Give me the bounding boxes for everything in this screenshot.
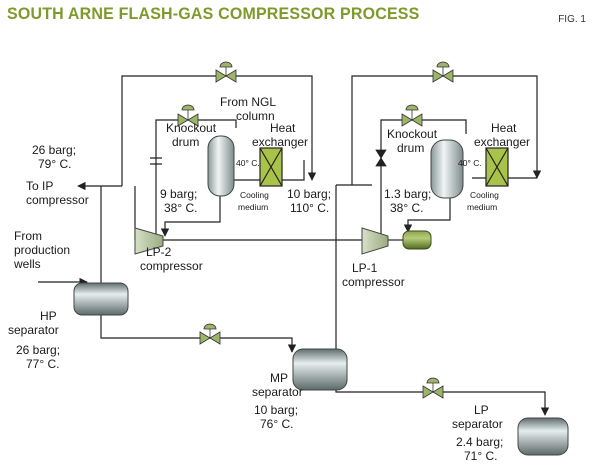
knockout-drum-left <box>207 135 235 197</box>
hp-separator-label-1: HP <box>40 309 57 323</box>
labels: 26 barg; 79° C. To IP compressor From pr… <box>8 95 530 463</box>
check-valve-left <box>150 157 162 165</box>
hp-separator <box>73 282 129 316</box>
knockout-drum-right <box>430 139 464 199</box>
pressure-9barg-label: 9 barg; <box>160 187 197 201</box>
from-production-label-3: wells <box>13 257 41 271</box>
lp1-compressor-label-2: compressor <box>342 275 405 289</box>
valve-top-left <box>215 61 237 83</box>
ngl-column-label-1: From NGL <box>220 95 276 109</box>
hp-pressure-label: 26 barg; <box>16 343 60 357</box>
to-ip-label: To IP <box>26 179 53 193</box>
hp-temp-label: 77° C. <box>26 357 59 371</box>
hp-separator-label-2: separator <box>8 323 59 337</box>
lp2-compressor-label-2: compressor <box>140 259 203 273</box>
knockout-right-label-2: drum <box>397 141 424 155</box>
lp-temp-label: 71° C. <box>464 449 497 463</box>
pressure-1-3barg-label: 1.3 barg; <box>384 187 431 201</box>
lp2-compressor <box>134 227 164 255</box>
cooling-right-label-2: medium <box>467 202 497 212</box>
valve-top-right <box>432 61 454 83</box>
mp-separator-label-2: separator <box>252 385 303 399</box>
lp-separator-label-2: separator <box>452 417 503 431</box>
mp-separator <box>292 348 348 391</box>
mp-temp-label: 76° C. <box>260 417 293 431</box>
heat-exchanger-left-label-2: exchanger <box>252 135 308 149</box>
from-production-label-1: From <box>14 229 42 243</box>
to-ip-pressure-label: 26 barg; <box>32 143 76 157</box>
control-valves <box>150 61 454 399</box>
check-valve-right <box>375 149 387 167</box>
heat-exchanger-right-label-1: Heat <box>491 121 517 135</box>
pressure-10barg-label: 10 barg; <box>287 187 331 201</box>
to-ip-compressor-label: compressor <box>26 193 89 207</box>
from-production-label-2: production <box>14 243 70 257</box>
lp-separator-label-1: LP <box>474 403 489 417</box>
temp-38c-right-label: 38° C. <box>390 201 423 215</box>
valve-hp-mp <box>199 323 221 345</box>
page-title: SOUTH ARNE FLASH-GAS COMPRESSOR PROCESS <box>7 4 420 23</box>
ngl-column-label-2: column <box>236 109 275 123</box>
temp-left-label: 40° C. <box>236 158 260 168</box>
temp-38c-left-label: 38° C. <box>164 201 197 215</box>
heat-exchanger-left-label-1: Heat <box>270 121 296 135</box>
heat-exchanger-left <box>259 147 283 187</box>
cooling-left-label-1: Cooling <box>240 190 269 200</box>
lp1-compressor <box>361 227 389 255</box>
mp-separator-label-1: MP <box>270 371 288 385</box>
lp1-compressor-label-1: LP-1 <box>352 261 378 275</box>
heat-exchanger-right-label-2: exchanger <box>474 135 530 149</box>
temp-right-label: 40° C. <box>458 158 482 168</box>
mp-pressure-label: 10 barg; <box>254 403 298 417</box>
knockout-right-label-1: Knockout <box>387 127 438 141</box>
cooling-right-label-1: Cooling <box>470 190 499 200</box>
lp2-compressor-label-1: LP-2 <box>146 245 172 259</box>
temp-110c-label: 110° C. <box>290 201 329 215</box>
knockout-left-label-1: Knockout <box>166 121 217 135</box>
lp-pressure-label: 2.4 barg; <box>456 435 503 449</box>
valve-recycle-left <box>177 104 199 127</box>
heat-exchanger-right <box>485 147 509 187</box>
figure-number: FIG. 1 <box>558 14 586 25</box>
cooling-left-label-2: medium <box>238 202 268 212</box>
motor <box>402 230 432 250</box>
valve-recycle-right <box>401 104 423 127</box>
to-ip-temp-label: 79° C. <box>38 157 71 171</box>
knockout-left-label-2: drum <box>172 135 199 149</box>
lp-separator <box>517 417 569 456</box>
valve-mp-lp <box>422 377 444 399</box>
